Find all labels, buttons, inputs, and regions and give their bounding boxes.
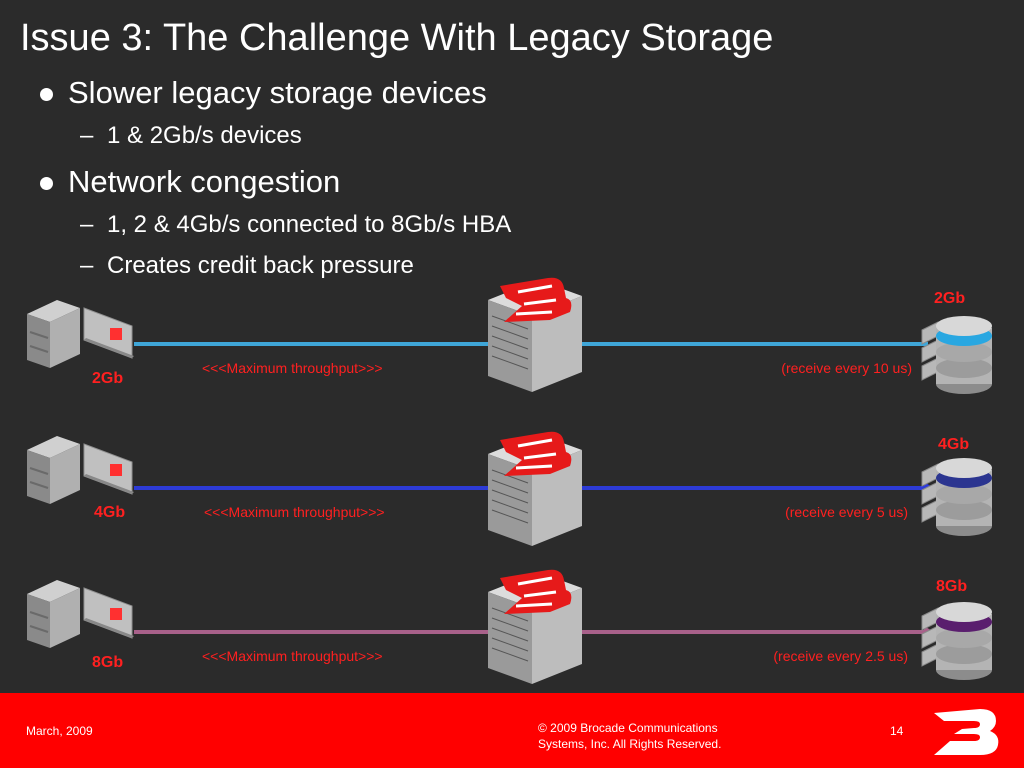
right-speed-label: 4Gb — [938, 436, 970, 453]
server-icon — [27, 300, 134, 368]
hba-card-icon — [83, 587, 134, 639]
slide-title: Issue 3: The Challenge With Legacy Stora… — [20, 17, 774, 59]
storage-array-icon — [921, 602, 992, 680]
director-switch-icon — [478, 272, 590, 398]
brocade-logo-icon — [500, 431, 572, 476]
throughput-label: <<<Maximum throughput>>> — [202, 360, 383, 376]
storage-array-icon — [921, 316, 992, 394]
throughput-label: <<<Maximum throughput>>> — [202, 648, 383, 664]
right-speed-label: 2Gb — [934, 290, 966, 307]
server-icon — [27, 580, 134, 648]
page-number: 14 — [890, 724, 904, 738]
brocade-logo-icon — [500, 277, 572, 322]
right-speed-label: 8Gb — [936, 578, 968, 595]
slide-footer: March, 2009 © 2009 Brocade Communication… — [0, 693, 1024, 768]
left-speed-label: 8Gb — [92, 654, 124, 671]
brocade-logo-icon — [500, 569, 572, 614]
director-switch-icon — [478, 426, 590, 552]
bullet-list: Slower legacy storage devices 1 & 2Gb/s … — [40, 75, 511, 281]
bullet-1: Slower legacy storage devices — [40, 75, 511, 110]
hba-card-icon — [83, 443, 134, 495]
server-icon — [27, 436, 134, 504]
sub-bullet-1-1: 1 & 2Gb/s devices — [40, 122, 511, 151]
brocade-logo-icon — [934, 709, 999, 755]
throughput-row-2gb: 2Gb <<<Maximum throughput>>> (receive ev… — [0, 277, 1024, 420]
receive-interval-label: (receive every 2.5 us) — [773, 648, 908, 664]
sub-bullet-2-1: 1, 2 & 4Gb/s connected to 8Gb/s HBA — [40, 211, 511, 240]
left-speed-label: 2Gb — [92, 370, 124, 387]
receive-interval-label: (receive every 5 us) — [785, 504, 908, 520]
receive-interval-label: (receive every 10 us) — [781, 360, 912, 376]
hba-card-icon — [83, 307, 134, 359]
footer-copyright: © 2009 Brocade Communications Systems, I… — [538, 721, 722, 751]
throughput-row-8gb: 8Gb <<<Maximum throughput>>> (receive ev… — [0, 568, 1024, 708]
footer-date: March, 2009 — [26, 724, 93, 738]
throughput-row-4gb: 4Gb <<<Maximum throughput>>> (receive ev… — [0, 424, 1024, 564]
storage-array-icon — [921, 458, 992, 536]
throughput-label: <<<Maximum throughput>>> — [204, 504, 385, 520]
left-speed-label: 4Gb — [94, 504, 126, 521]
bullet-2: Network congestion — [40, 164, 511, 199]
director-switch-icon — [478, 564, 590, 690]
sub-bullet-2-2: Creates credit back pressure — [40, 252, 511, 281]
